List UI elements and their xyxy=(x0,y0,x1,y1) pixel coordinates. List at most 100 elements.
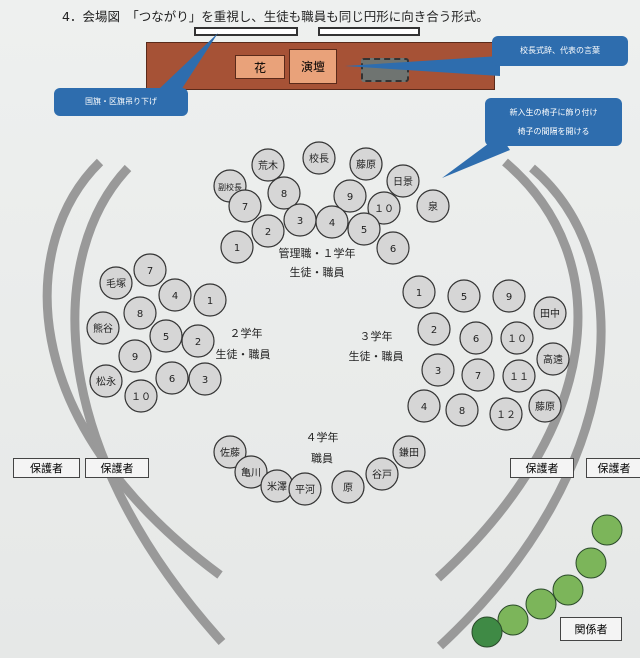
seat xyxy=(86,311,120,345)
flag-banner-left xyxy=(194,27,298,36)
seat xyxy=(402,275,436,309)
seat-label: 9 xyxy=(506,292,512,303)
seat-label: 2 xyxy=(431,325,437,336)
staff-seat xyxy=(471,616,503,648)
seat-label: 6 xyxy=(169,374,175,385)
guardian-area-4: 保護者 xyxy=(586,458,640,478)
seat xyxy=(149,319,183,353)
seat-label: 1 xyxy=(416,288,422,299)
seat xyxy=(386,164,420,198)
seat-label: 8 xyxy=(459,406,465,417)
seat-label: 9 xyxy=(347,192,353,203)
group2-label: ２学年 xyxy=(229,327,263,340)
seat xyxy=(376,231,410,265)
seat-label: 2 xyxy=(265,227,271,238)
seat xyxy=(315,205,349,239)
chairs-callout-line1: 新入生の椅子に飾り付け xyxy=(509,107,598,117)
seat xyxy=(459,321,493,355)
guardian-area-3: 保護者 xyxy=(510,458,574,478)
seat-label: 米澤 xyxy=(267,480,287,493)
seat xyxy=(123,296,157,330)
seat xyxy=(251,148,285,182)
seat xyxy=(533,296,567,330)
seat xyxy=(331,470,365,504)
seat xyxy=(155,361,189,395)
seat-label: 松永 xyxy=(96,375,116,388)
seat-label: １２ xyxy=(496,410,516,421)
seat xyxy=(99,266,133,300)
group3-label: ３学年 xyxy=(359,330,393,343)
seat xyxy=(181,324,215,358)
seat xyxy=(447,279,481,313)
podium-box: 演壇 xyxy=(289,49,337,84)
seat-label: １０ xyxy=(374,204,394,215)
seat xyxy=(234,455,268,489)
seat xyxy=(251,214,285,248)
staff-area: 関係者 xyxy=(560,617,622,641)
seat xyxy=(89,364,123,398)
guardian-area-1: 保護者 xyxy=(13,458,80,478)
seat-label: 3 xyxy=(202,375,208,386)
seat-label: １０ xyxy=(131,392,151,403)
seat-label: 5 xyxy=(461,292,467,303)
seat xyxy=(407,389,441,423)
speech-callout-tail xyxy=(345,56,500,76)
seat xyxy=(416,189,450,223)
staff-seat xyxy=(552,574,584,606)
seat-label: １０ xyxy=(507,334,527,345)
right-aisles xyxy=(434,158,606,650)
seat xyxy=(220,230,254,264)
seat xyxy=(392,435,426,469)
seat-label: 4 xyxy=(329,218,335,229)
seat xyxy=(267,176,301,210)
seat-label: 熊谷 xyxy=(93,322,113,335)
seat-label: 田中 xyxy=(540,307,560,320)
seat-label: 校長 xyxy=(309,152,329,165)
seat-label: 6 xyxy=(390,244,396,255)
seat xyxy=(365,457,399,491)
seat-label: 3 xyxy=(297,216,303,227)
flower-box: 花 xyxy=(235,55,285,79)
seat xyxy=(445,393,479,427)
seat xyxy=(502,359,536,393)
seat xyxy=(417,312,451,346)
chairs-callout-line2: 椅子の間隔を開ける xyxy=(517,127,590,136)
seat xyxy=(302,141,336,175)
seat-label: 8 xyxy=(281,189,287,200)
staff-seats xyxy=(471,514,623,648)
seat xyxy=(288,472,322,506)
group1-label: 管理職・１学年 xyxy=(278,247,356,260)
seat-label: 7 xyxy=(147,266,153,277)
seat-label: 2 xyxy=(195,337,201,348)
seat xyxy=(213,435,247,469)
seat xyxy=(421,353,455,387)
staff-seat xyxy=(591,514,623,546)
seat xyxy=(124,379,158,413)
group4-label: ４学年 xyxy=(305,431,339,444)
seat xyxy=(528,389,562,423)
flags-callout: 国旗・区旗吊り下げ xyxy=(54,88,188,116)
seat-label: 鎌田 xyxy=(399,446,419,459)
group4-sublabel: 職員 xyxy=(311,452,333,465)
seat-label: 藤原 xyxy=(535,401,555,413)
seat xyxy=(118,339,152,373)
seat-label: 泉 xyxy=(428,200,438,213)
seat xyxy=(158,278,192,312)
seat-label: 4 xyxy=(172,291,178,302)
seat-label: 7 xyxy=(475,371,481,382)
seat-label: 亀川 xyxy=(241,466,261,479)
seat-label: １１ xyxy=(509,372,529,383)
seat xyxy=(492,279,526,313)
seat-label: 7 xyxy=(242,202,248,213)
seat xyxy=(489,397,523,431)
seat xyxy=(333,179,367,213)
seat xyxy=(536,342,570,376)
seat xyxy=(500,321,534,355)
seat-label: 4 xyxy=(421,402,427,413)
staff-seat xyxy=(497,604,529,636)
seat-label: 佐藤 xyxy=(220,447,240,459)
seat xyxy=(133,253,167,287)
seat-label: 高遠 xyxy=(543,353,563,366)
seat-label: 荒木 xyxy=(258,160,278,172)
